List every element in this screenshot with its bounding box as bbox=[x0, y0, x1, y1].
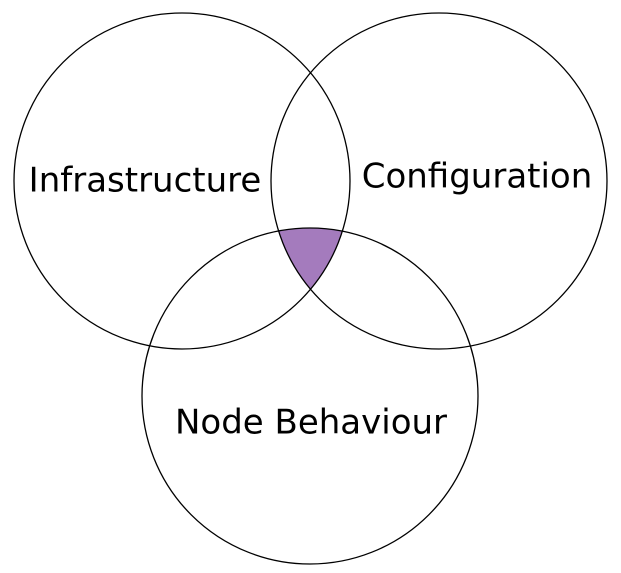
triple-intersection-region bbox=[271, 228, 350, 349]
node-behaviour-circle bbox=[141, 227, 479, 565]
configuration-label: Configuration bbox=[362, 157, 593, 197]
configuration-circle bbox=[270, 12, 608, 350]
infrastructure-label: Infrastructure bbox=[29, 161, 262, 201]
infrastructure-circle bbox=[13, 12, 351, 350]
node-behaviour-label: Node Behaviour bbox=[175, 403, 447, 443]
